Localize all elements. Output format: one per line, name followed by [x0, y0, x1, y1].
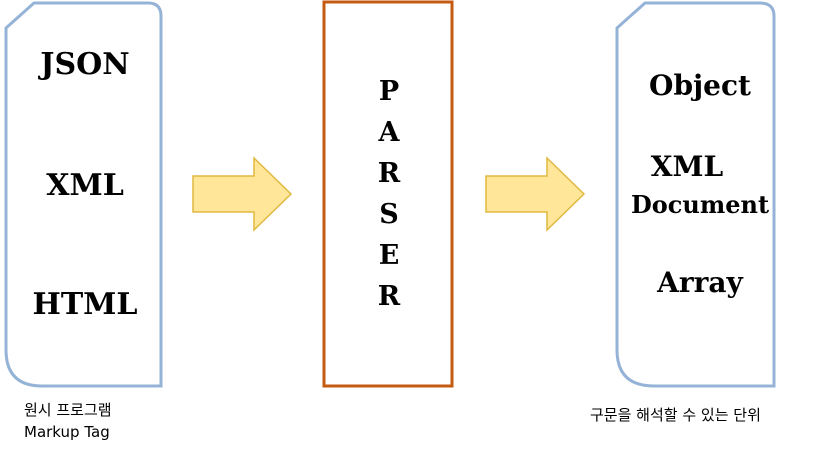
- parser-letter-e: E: [379, 240, 400, 271]
- parser-letter-r: R: [378, 158, 401, 189]
- parser-letter-r2: R: [378, 281, 401, 312]
- parser-letter-a: A: [378, 117, 401, 148]
- input-caption: 원시 프로그램 Markup Tag: [24, 399, 112, 443]
- output-item-object: Object: [649, 69, 751, 102]
- output-item-document: Document: [631, 190, 769, 219]
- right-arrow-2: [485, 156, 586, 232]
- output-caption-line1: 구문을 해석할 수 있는 단위: [590, 406, 761, 424]
- output-caption: 구문을 해석할 수 있는 단위: [590, 404, 761, 426]
- input-item-html: HTML: [33, 287, 138, 322]
- parser-letter-s: S: [379, 199, 399, 230]
- output-item-xml: XML: [651, 150, 724, 183]
- output-document-shape: [615, 1, 776, 388]
- input-document-shape: [4, 1, 163, 388]
- parser-box: [322, 0, 454, 388]
- parser-letter-p: P: [379, 76, 399, 107]
- input-item-json: JSON: [37, 47, 129, 82]
- input-item-xml: XML: [46, 168, 124, 203]
- right-arrow-1: [192, 156, 293, 232]
- input-caption-line1: 원시 프로그램: [24, 401, 112, 419]
- output-item-array: Array: [656, 266, 743, 299]
- input-caption-line2: Markup Tag: [24, 423, 110, 441]
